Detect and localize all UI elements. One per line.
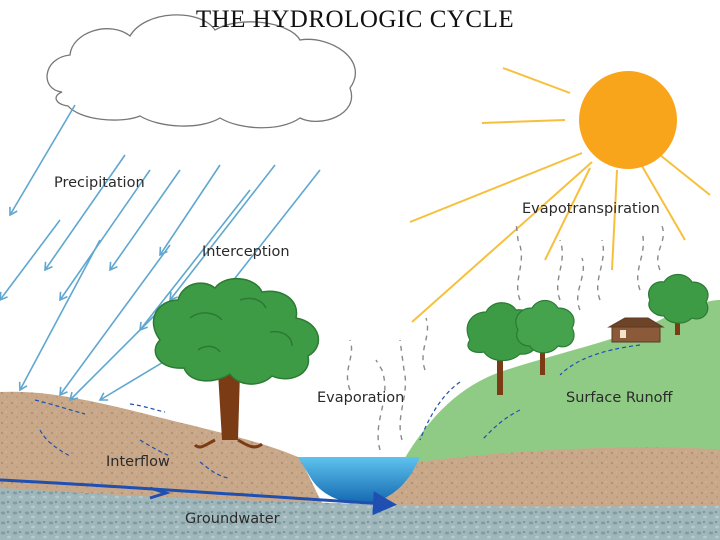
rain-arrowhead [169,291,178,302]
evaporation-arrow [399,339,407,441]
rain-arrowhead [9,206,18,217]
rain-arrow-icon [139,189,251,331]
rain-arrowhead [68,391,79,402]
rain-arrow-icon [44,154,126,271]
label-groundwater: Groundwater [185,511,280,527]
rain-arrow-icon [59,244,171,396]
evaporation-arrow-group [346,221,665,451]
cloud-icon [46,14,357,129]
label-evaporation: Evaporation [317,390,405,406]
evaporation-arrow [637,231,644,291]
label-evapotranspiration: Evapotranspiration [522,201,660,217]
evaporation-arrow [657,225,665,271]
tree-icon [466,273,709,395]
evaporation-arrow [375,359,386,451]
rain-arrowhead [0,291,8,301]
rain-arrowhead [109,261,118,272]
groundwater-arrow-icon [0,478,397,516]
label-precipitation: Precipitation [54,175,145,191]
evaporation-arrow [597,239,604,301]
evaporation-arrow [556,239,564,301]
house-icon [607,317,665,343]
rain-arrow-icon [159,164,221,256]
rain-arrowhead [98,392,109,401]
label-interflow: Interflow [106,454,170,470]
page-title: THE HYDROLOGIC CYCLE [195,6,515,33]
rain-arrow-icon [109,169,181,271]
rain-arrow-icon [169,164,276,301]
groundwater-layer [0,488,720,540]
sun-icon [409,67,711,323]
rain-arrow-icon [69,309,161,401]
evaporation-arrow [577,257,585,311]
groundwater-arrow-head [149,486,172,500]
runoff-arrow-group [34,344,641,479]
tree-icon [152,277,320,449]
rain-arrowhead [59,291,68,302]
rain-arrow-icon [0,219,61,301]
rain-arrowhead [18,381,28,392]
evaporation-arrow [515,221,523,301]
evaporation-arrow [422,317,429,371]
rain-arrow-icon [19,239,101,391]
evaporation-arrow [346,339,353,391]
rain-arrow-icon [9,104,76,216]
label-surface-runoff: Surface Runoff [566,390,673,406]
rain-arrow-icon [59,169,151,301]
rain-arrowhead [44,261,53,272]
label-interception: Interception [202,244,290,260]
rain-arrowhead [59,386,68,397]
